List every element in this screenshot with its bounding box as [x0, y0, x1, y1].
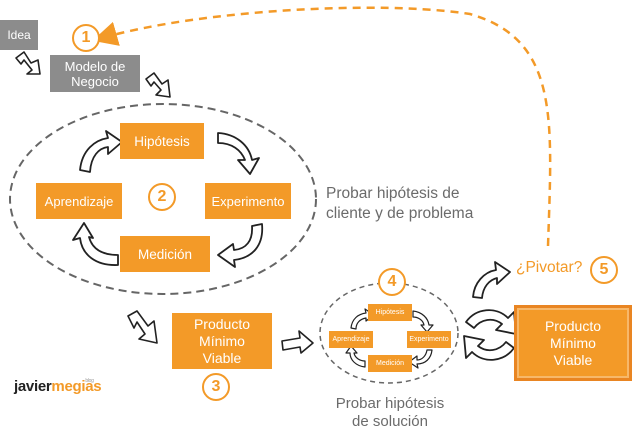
- aprendizaje-box: Aprendizaje: [36, 183, 122, 219]
- step-number-5: 5: [590, 256, 618, 284]
- idea-to-modelo-arrow: [15, 51, 41, 75]
- step-number-5-label: 5: [599, 261, 609, 278]
- step-number-4-label: 4: [387, 273, 397, 290]
- loop-to-mvp-arrow: [127, 310, 158, 344]
- mvp-box-left: Producto Mínimo Viable: [172, 313, 272, 369]
- step-number-1: 1: [72, 24, 100, 52]
- javiermegias-logo: javiermegiasblog: [14, 378, 102, 395]
- modelo-to-hipotesis-arrow: [145, 72, 171, 98]
- experimento-label: Experimento: [211, 193, 285, 209]
- step-number-2: 2: [148, 183, 176, 211]
- mvp-right-line2: Mínimo: [550, 334, 596, 351]
- mini-experimento-label: Experimento: [409, 336, 449, 343]
- mvp-left-line3: Viable: [202, 349, 242, 366]
- modelo-negocio-line2: Negocio: [71, 73, 119, 89]
- pivot-dashed-arrow: [92, 6, 552, 247]
- mini-hipotesis-label: Hipótesis: [375, 309, 405, 316]
- step-number-2-label: 2: [157, 188, 167, 205]
- step-number-4: 4: [378, 268, 406, 296]
- mvp-left-line2: Mínimo: [199, 332, 245, 349]
- modelo-negocio-box: Modelo de Negocio: [50, 55, 140, 92]
- idea-box: Idea: [0, 20, 38, 50]
- cycle-arrows-small: [345, 308, 434, 369]
- logo-tag: blog: [85, 378, 94, 384]
- cycle-arrows-big: [72, 130, 264, 268]
- hipotesis-label: Hipótesis: [134, 133, 190, 149]
- mini-hipotesis-box: Hipótesis: [368, 304, 412, 321]
- aprendizaje-label: Aprendizaje: [44, 193, 114, 209]
- mvp-right-line3: Viable: [553, 351, 593, 368]
- logo-part-megias: megias: [51, 378, 102, 395]
- step-number-3: 3: [202, 373, 230, 401]
- mini-experimento-box: Experimento: [407, 331, 451, 348]
- customer-loop-ellipse: [9, 103, 317, 295]
- mini-medicion-box: Medición: [368, 355, 412, 372]
- hipotesis-box: Hipótesis: [120, 123, 204, 159]
- modelo-negocio-line1: Modelo de: [64, 58, 126, 74]
- medicion-label: Medición: [137, 246, 193, 262]
- probar-solucion-text: Probar hipótesis de solución: [330, 395, 450, 431]
- experimento-box: Experimento: [205, 183, 291, 219]
- probar-cliente-line1: Probar hipótesis de: [326, 185, 460, 202]
- mvp-left-line1: Producto: [193, 315, 251, 332]
- logo-part-javier: javier: [14, 378, 52, 395]
- probar-solucion-line1: Probar hipótesis: [335, 395, 445, 412]
- probar-cliente-line2: cliente y de problema: [326, 205, 474, 222]
- mvp-to-solution-arrow: [281, 330, 314, 354]
- idea-label: Idea: [7, 28, 31, 42]
- feedback-double-arrows: [463, 309, 517, 361]
- pivot-hollow-arrow: [472, 261, 511, 299]
- mini-medicion-label: Medición: [375, 360, 404, 367]
- mvp-right-line1: Producto: [544, 317, 602, 334]
- mvp-box-right: Producto Mínimo Viable: [514, 305, 632, 381]
- pivotar-label: ¿Pivotar?: [516, 259, 583, 276]
- mini-aprendizaje-box: Aprendizaje: [329, 331, 373, 348]
- medicion-box: Medición: [120, 236, 210, 272]
- probar-solucion-line2: de solución: [352, 413, 428, 430]
- step-number-1-label: 1: [81, 29, 91, 46]
- mini-aprendizaje-label: Aprendizaje: [332, 336, 370, 343]
- probar-cliente-problema-text: Probar hipótesis de cliente y de problem…: [326, 184, 473, 224]
- step-number-3-label: 3: [211, 378, 221, 395]
